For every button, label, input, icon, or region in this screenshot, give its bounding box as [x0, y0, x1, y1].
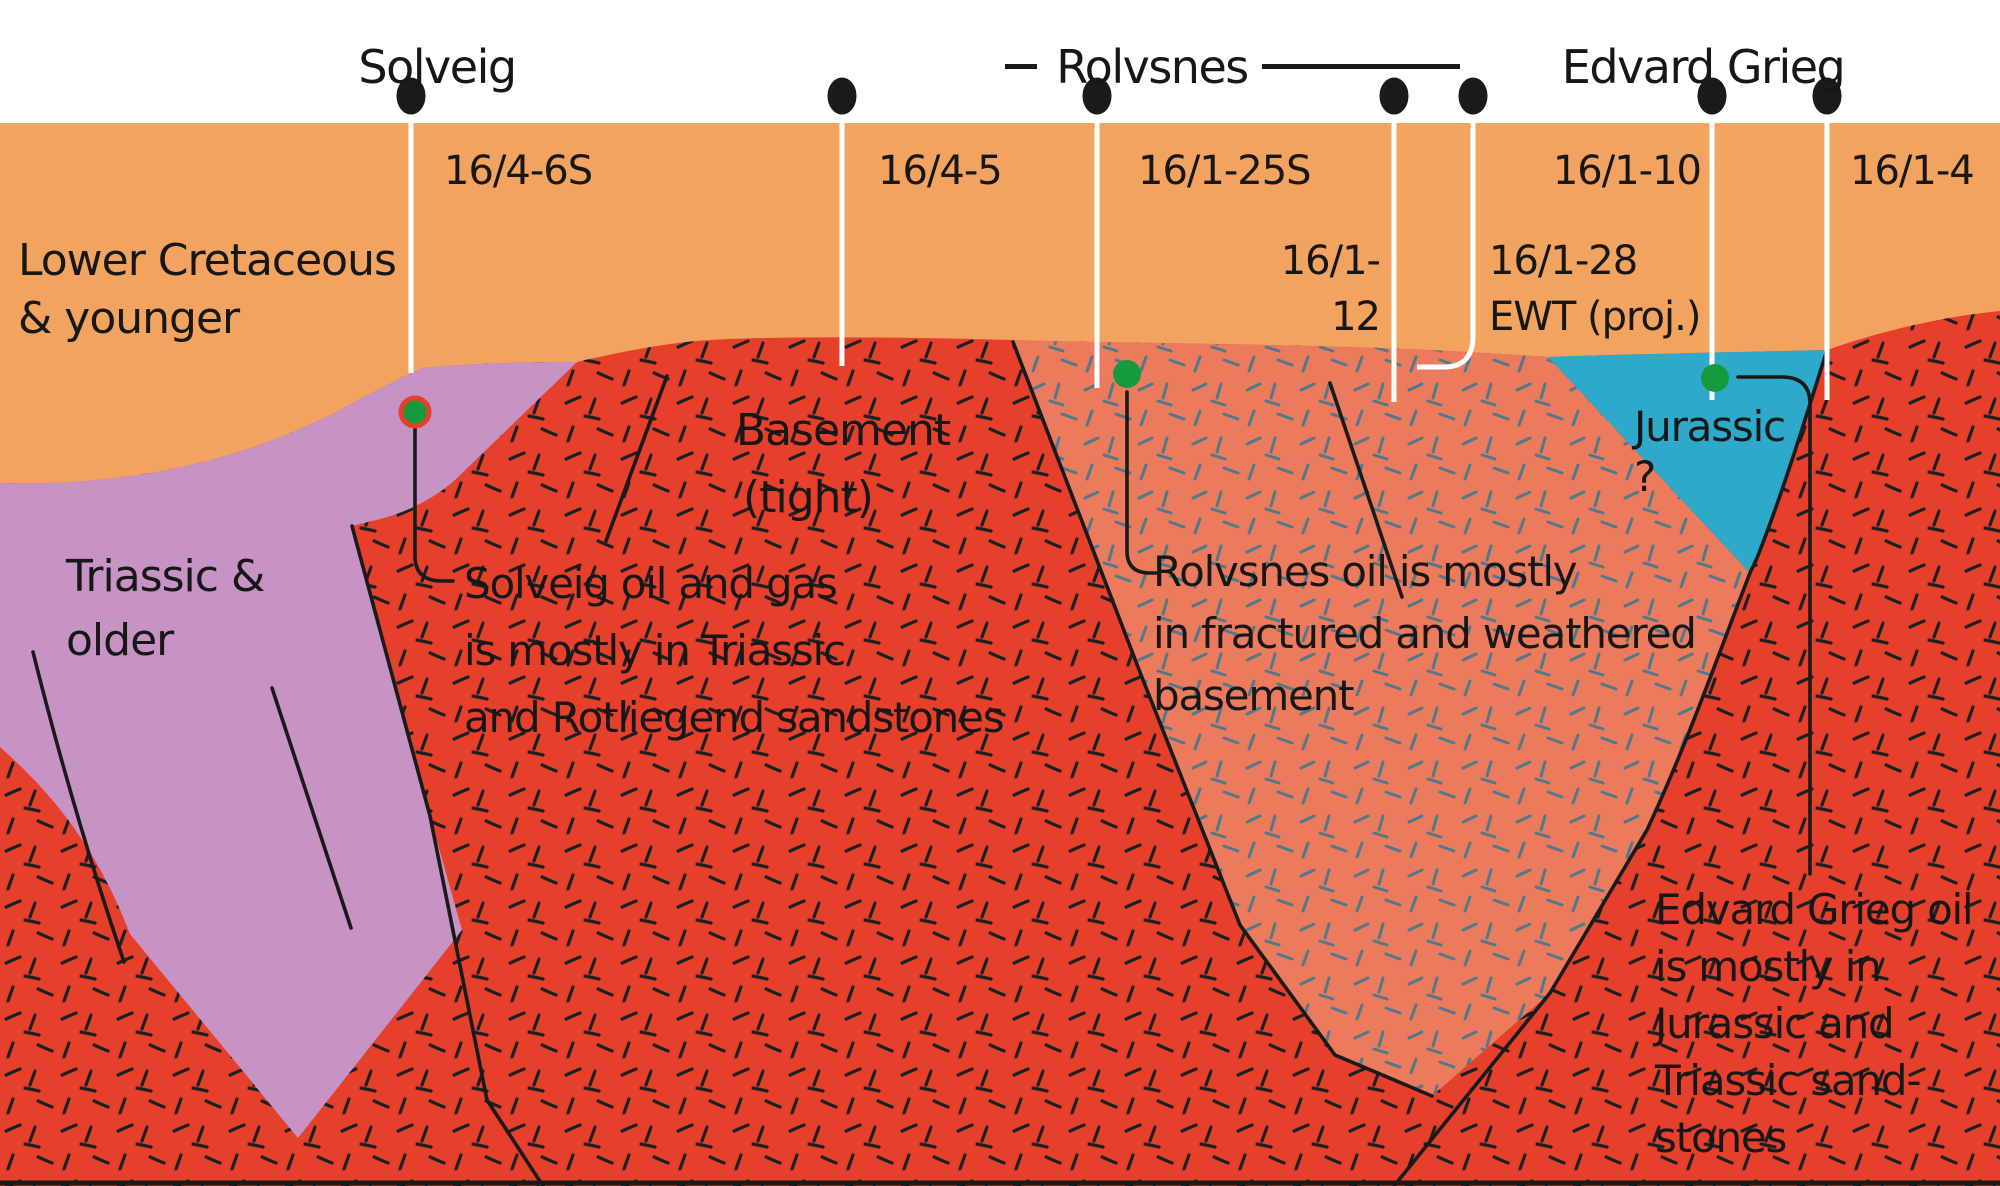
fault-west-1 — [31, 650, 126, 964]
fault-weathered-left — [1011, 340, 1434, 1098]
rolvsnes-oil-marker — [1113, 360, 1141, 388]
edvard-grieg-oil-marker — [1701, 364, 1729, 392]
wellhead-dot-16-1-25S — [1079, 74, 1115, 118]
fault-lines — [31, 340, 1829, 1186]
leader-lines — [413, 374, 1812, 876]
wellhead-dots — [393, 74, 1845, 118]
rolvsnes-bracket-dash — [1005, 64, 1037, 69]
well-label-16-1-4: 16/1-4 — [1850, 148, 1975, 194]
fault-weathered-right — [1392, 348, 1829, 1186]
well-label-16-1-28: 16/1-28 — [1489, 238, 1638, 284]
field-label-rolvsnes: Rolvsnes — [1056, 40, 1249, 94]
well-label-16-1-25S: 16/1-25S — [1138, 148, 1312, 194]
wellhead-dot-16-1-12 — [1376, 74, 1412, 118]
lower-cretaceous-label: Lower Cretaceous & younger — [18, 235, 397, 344]
edvard-grieg-annotation: Edvard Grieg oil is mostly in Jurassic a… — [1655, 885, 1974, 1162]
wellhead-dot-16-1-28 — [1455, 74, 1491, 118]
wellhead-dot-16-4-5 — [824, 74, 860, 118]
well-label-16-4-5: 16/4-5 — [878, 148, 1003, 194]
basement-tight-label-line1: Basement — [735, 405, 951, 456]
solveig-annotation: Solveig oil and gas is mostly in Triassi… — [464, 559, 1005, 742]
jurassic-region — [1548, 350, 1827, 573]
well-paths — [408, 96, 1830, 402]
well-label-16-1-28-ewt: EWT (proj.) — [1489, 294, 1701, 340]
triassic-older-label: Triassic & older — [66, 551, 265, 666]
fault-west-2 — [270, 686, 353, 930]
triassic-region — [0, 362, 577, 1138]
rolvsnes-bracket-line — [1262, 64, 1460, 69]
rolvsnes-annotation: Rolvsnes oil is mostly in fractured and … — [1153, 547, 1697, 720]
jurassic-label: Jurassic ? — [1634, 402, 1786, 501]
wellhead-dot-16-4-6S — [393, 74, 429, 118]
edvard-grieg-leader-line — [1736, 375, 1812, 876]
field-label-edvard-grieg: Edvard Grieg — [1561, 40, 1846, 94]
basement-leader-line — [604, 374, 669, 543]
rolvsnes-leader-line — [1125, 390, 1158, 575]
well-label-16-4-6S: 16/4-6S — [444, 148, 593, 194]
fault-salmon-short — [1328, 381, 1404, 599]
fault-west-3 — [350, 524, 545, 1186]
field-label-solveig: Solveig — [358, 40, 517, 94]
solveig-leader-line — [413, 426, 455, 583]
wellhead-dot-16-1-10 — [1694, 74, 1730, 118]
well-path-16-1-28 — [1417, 96, 1476, 370]
wellhead-dot-16-1-4 — [1809, 74, 1845, 118]
basement-tight-label-line2: (tight) — [743, 472, 874, 523]
well-label-16-1-12: 16/1-12 — [1280, 238, 1381, 340]
well-label-16-1-10: 16/1-10 — [1552, 148, 1702, 194]
solveig-oil-marker — [398, 395, 432, 429]
